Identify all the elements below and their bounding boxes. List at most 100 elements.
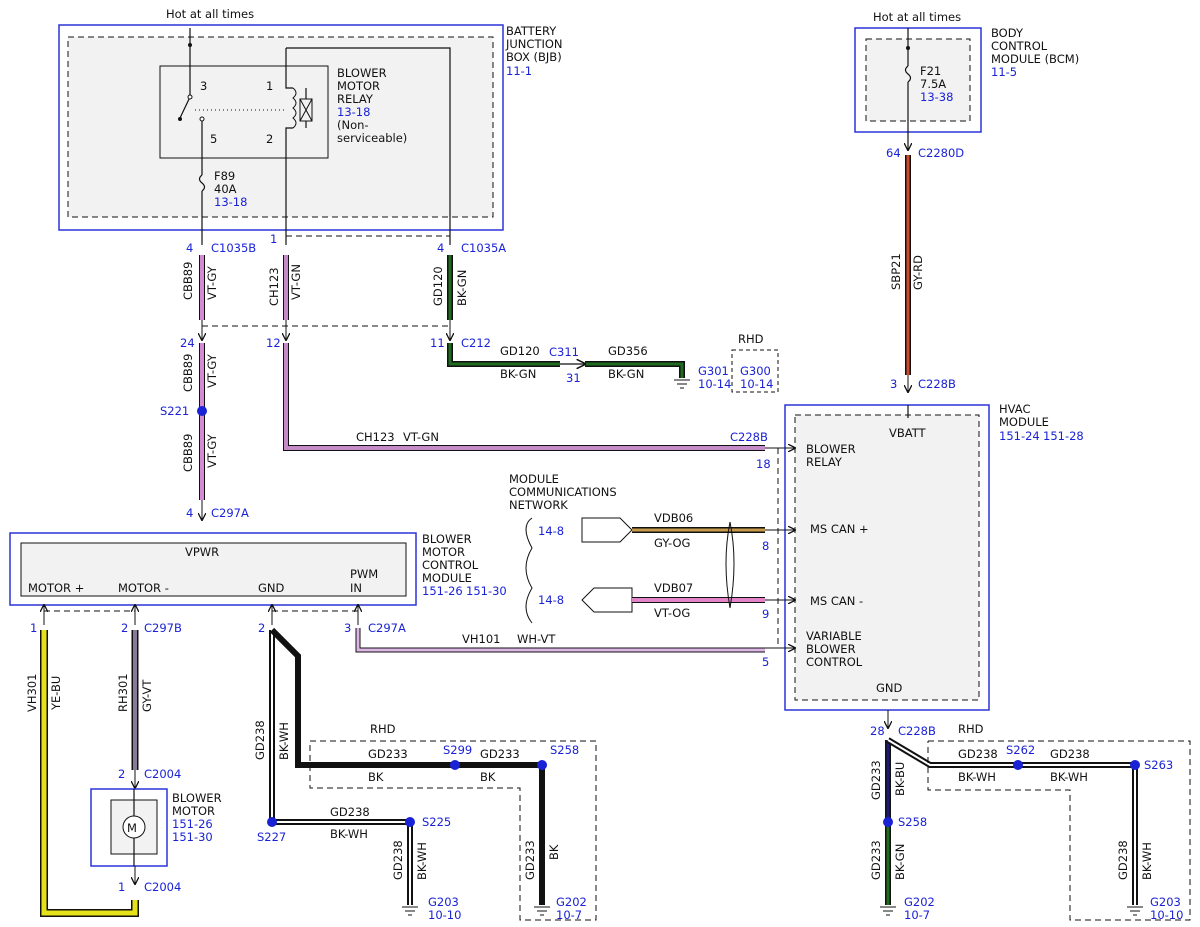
svg-text:PWM: PWM — [350, 567, 378, 581]
svg-text:BK-WH: BK-WH — [958, 770, 996, 784]
svg-text:G300: G300 — [740, 364, 771, 378]
svg-text:7.5A: 7.5A — [920, 77, 946, 91]
svg-text:1: 1 — [270, 232, 277, 246]
svg-text:10-14: 10-14 — [698, 377, 731, 391]
svg-text:MODULE: MODULE — [999, 415, 1049, 429]
connector-c212: 24 12 11 C212 — [180, 320, 491, 350]
body-control-module: Hot at all times BODY CONTROL MODULE (BC… — [854, 10, 1079, 160]
svg-text:G301: G301 — [698, 364, 729, 378]
svg-text:28: 28 — [870, 724, 885, 738]
svg-text:40A: 40A — [214, 182, 237, 196]
svg-text:VT-OG: VT-OG — [654, 606, 690, 620]
svg-text:MOTOR -: MOTOR - — [118, 581, 169, 595]
svg-text:S221: S221 — [160, 404, 189, 418]
svg-text:1: 1 — [266, 79, 273, 93]
svg-text:SBP21: SBP21 — [889, 253, 903, 290]
svg-text:10-14: 10-14 — [740, 377, 773, 391]
svg-text:3: 3 — [200, 79, 207, 93]
svg-text:MS CAN -: MS CAN - — [810, 594, 863, 608]
svg-text:4: 4 — [186, 241, 193, 255]
svg-text:GD238: GD238 — [253, 720, 267, 760]
wire-gd238-left: GD238 BK-WH RHD GD233 BK GD233 BK S299 S… — [253, 627, 597, 922]
wire-vh101: VH101 WH-VT — [355, 628, 765, 653]
svg-text:BK-GN: BK-GN — [893, 844, 907, 880]
svg-text:serviceable): serviceable) — [337, 131, 407, 145]
svg-text:GD238: GD238 — [330, 805, 370, 819]
svg-text:GND: GND — [258, 581, 285, 595]
svg-text:11-1: 11-1 — [506, 64, 532, 78]
svg-text:S299: S299 — [443, 743, 472, 757]
svg-text:13-38: 13-38 — [920, 90, 953, 104]
svg-text:151-24: 151-24 — [999, 429, 1040, 443]
svg-text:4: 4 — [437, 241, 444, 255]
svg-text:151-26: 151-26 — [422, 584, 463, 598]
svg-text:CH123: CH123 — [356, 430, 395, 444]
svg-text:1: 1 — [30, 621, 37, 635]
svg-text:14-8: 14-8 — [538, 524, 564, 538]
svg-text:CBB89: CBB89 — [181, 354, 195, 392]
svg-text:CBB89: CBB89 — [181, 434, 195, 472]
svg-text:RHD: RHD — [738, 332, 764, 346]
svg-text:BK: BK — [547, 844, 561, 860]
wire-cbb89: CBB89 VT-GY CBB89 VT-GY CBB89 VT-GY S221 — [160, 255, 219, 500]
svg-text:GY-RD: GY-RD — [911, 255, 925, 290]
svg-text:10-7: 10-7 — [904, 908, 930, 922]
svg-text:GY-OG: GY-OG — [654, 536, 690, 550]
svg-text:5: 5 — [762, 655, 769, 669]
svg-text:GND: GND — [876, 681, 903, 695]
svg-text:VH101: VH101 — [462, 632, 500, 646]
svg-text:VARIABLE: VARIABLE — [806, 629, 862, 643]
svg-text:14-8: 14-8 — [538, 593, 564, 607]
svg-text:S258: S258 — [550, 743, 579, 757]
svg-text:RHD: RHD — [370, 722, 396, 736]
svg-text:10-10: 10-10 — [1150, 908, 1183, 922]
svg-text:C228B: C228B — [730, 430, 768, 444]
svg-text:151-30: 151-30 — [172, 830, 213, 844]
svg-text:GD233: GD233 — [523, 840, 537, 880]
svg-text:F21: F21 — [920, 64, 941, 78]
svg-text:BK-WH: BK-WH — [330, 827, 368, 841]
svg-text:C228B: C228B — [918, 377, 956, 391]
svg-text:BK-GN: BK-GN — [608, 367, 644, 381]
svg-text:NETWORK: NETWORK — [509, 498, 568, 512]
svg-text:VBATT: VBATT — [889, 426, 927, 440]
svg-text:CONTROL: CONTROL — [806, 655, 863, 669]
svg-text:VT-GY: VT-GY — [205, 353, 219, 388]
svg-text:CH123: CH123 — [267, 267, 281, 306]
svg-text:BLOWER: BLOWER — [806, 442, 856, 456]
svg-text:BK-BU: BK-BU — [893, 762, 907, 796]
svg-text:13-18: 13-18 — [337, 105, 370, 119]
wire-vh301: VH301 YE-BU — [25, 630, 139, 917]
svg-text:151-28: 151-28 — [1043, 429, 1084, 443]
wire-gd120: GD120 BK-GN GD120 BK-GN GD356 BK-GN C311… — [431, 255, 779, 393]
svg-text:S227: S227 — [257, 830, 286, 844]
wire-sbp21: SBP21 GY-RD 3 C228B — [889, 155, 956, 392]
svg-text:9: 9 — [762, 607, 769, 621]
svg-text:MS CAN +: MS CAN + — [810, 522, 869, 536]
svg-text:2: 2 — [121, 621, 128, 635]
svg-text:11: 11 — [430, 336, 445, 350]
svg-text:C2280D: C2280D — [918, 146, 964, 160]
svg-text:VDB07: VDB07 — [654, 581, 693, 595]
svg-text:CONTROL: CONTROL — [422, 558, 479, 572]
wire-rh301: RH301 GY-VT 2 C2004 — [116, 630, 181, 788]
wire-ch123: CH123 VT-GN CH123 VT-GN — [267, 255, 765, 451]
svg-text:COMMUNICATIONS: COMMUNICATIONS — [509, 485, 617, 499]
svg-text:CONTROL: CONTROL — [991, 39, 1048, 53]
blower-motor: M BLOWER MOTOR 151-26 151-30 1 C2004 — [90, 788, 222, 894]
svg-text:C297B: C297B — [144, 621, 182, 635]
svg-text:MODULE: MODULE — [509, 472, 559, 486]
svg-text:VPWR: VPWR — [185, 545, 219, 559]
svg-text:GD120: GD120 — [431, 266, 445, 306]
svg-text:MOTOR: MOTOR — [337, 79, 380, 93]
svg-text:BK-GN: BK-GN — [500, 367, 536, 381]
svg-text:MOTOR: MOTOR — [172, 804, 215, 818]
svg-text:2: 2 — [118, 767, 125, 781]
bjb-hot-label: Hot at all times — [166, 7, 254, 21]
svg-text:S263: S263 — [1144, 758, 1173, 772]
svg-text:GD238: GD238 — [1050, 747, 1090, 761]
svg-text:BK: BK — [368, 770, 384, 784]
svg-text:S225: S225 — [422, 815, 451, 829]
svg-text:BK: BK — [480, 770, 496, 784]
